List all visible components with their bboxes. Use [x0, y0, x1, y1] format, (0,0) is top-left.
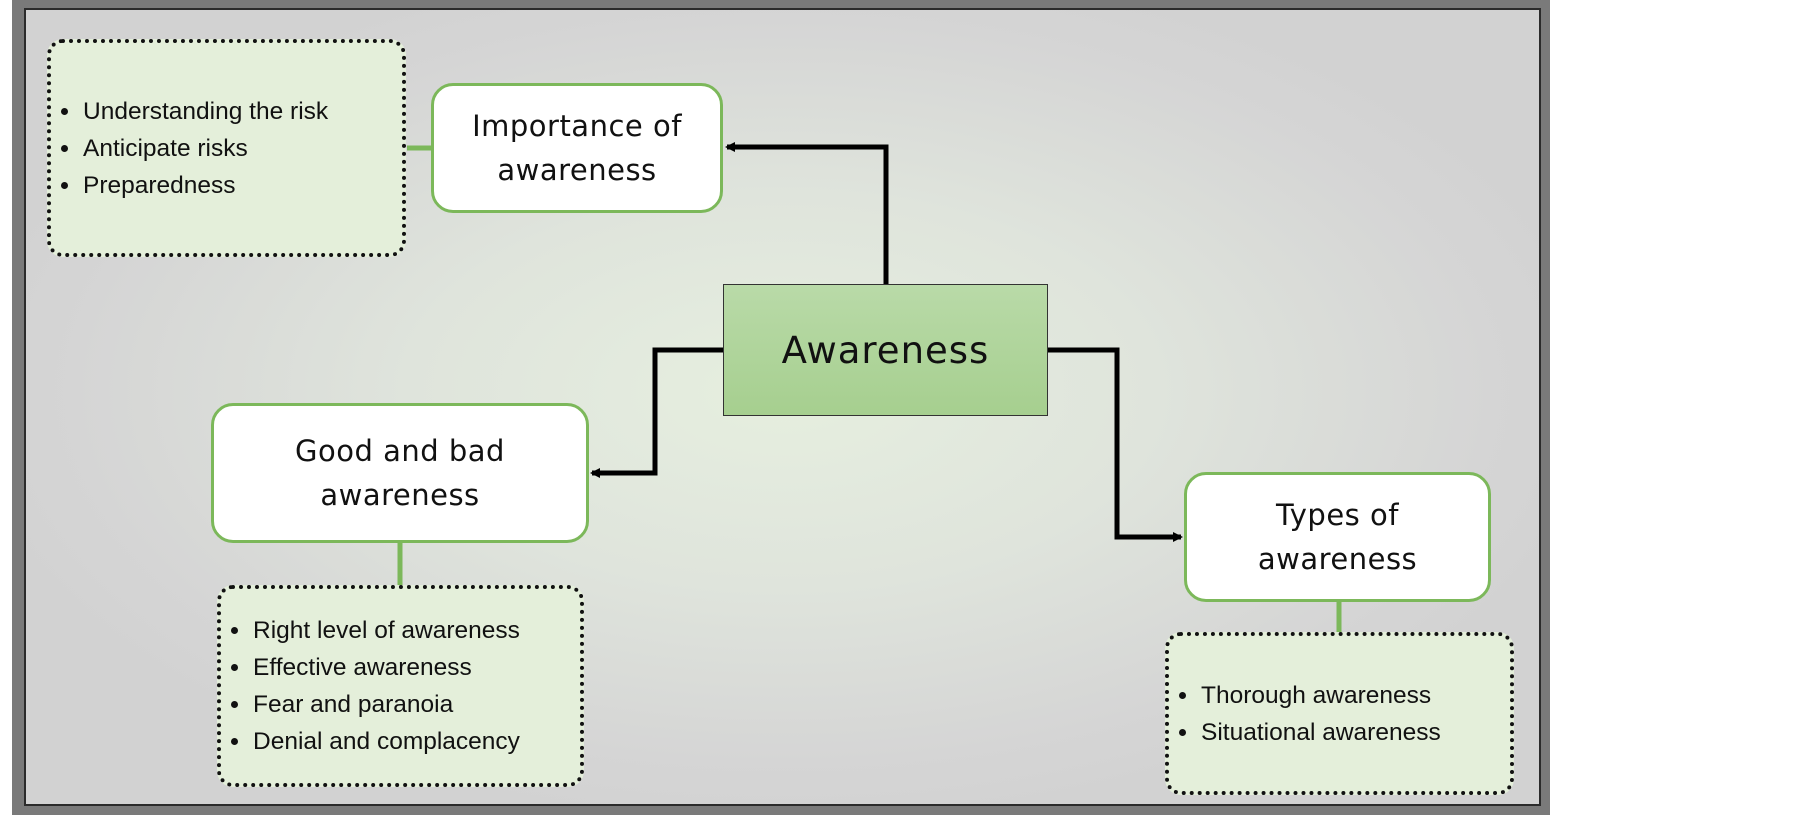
list-item: Situational awareness [1177, 714, 1510, 751]
notes-types: Thorough awareness Situational awareness [1165, 632, 1514, 795]
bullet-icon [61, 107, 68, 115]
list-item: Right level of awareness [229, 612, 580, 649]
topic-types-label: Types of awareness [1257, 498, 1418, 576]
topic-types-of-awareness[interactable]: Types of awareness [1184, 472, 1491, 602]
arrow-to-good-bad [590, 347, 723, 478]
list-item: Preparedness [59, 167, 402, 204]
bullet-icon [1179, 691, 1186, 699]
notes-importance: Understanding the risk Anticipate risks … [47, 39, 406, 257]
bullet-icon [231, 664, 238, 671]
list-item: Thorough awareness [1177, 677, 1510, 714]
bullet-icon [231, 627, 238, 634]
list-item: Effective awareness [229, 649, 580, 686]
bullet-icon [61, 181, 68, 189]
central-topic[interactable]: Awareness [723, 284, 1048, 416]
bullet-icon [231, 701, 238, 708]
arrow-to-importance [725, 142, 889, 284]
list-item: Fear and paranoia [229, 686, 580, 723]
list-item: Anticipate risks [59, 130, 402, 167]
topic-good-and-bad-awareness[interactable]: Good and bad awareness [211, 403, 589, 543]
bullet-icon [231, 738, 238, 745]
bullet-icon [61, 144, 68, 152]
arrow-to-types [1048, 347, 1183, 542]
central-topic-label: Awareness [781, 328, 990, 372]
topic-importance-label: Importance of awareness [472, 109, 682, 187]
bullet-icon [1179, 728, 1186, 736]
topic-importance-of-awareness[interactable]: Importance of awareness [431, 83, 723, 213]
list-item: Understanding the risk [59, 93, 402, 130]
notes-good-and-bad: Right level of awareness Effective aware… [217, 585, 584, 787]
list-item: Denial and complacency [229, 723, 580, 760]
topic-good-bad-label: Good and bad awareness [295, 434, 505, 512]
